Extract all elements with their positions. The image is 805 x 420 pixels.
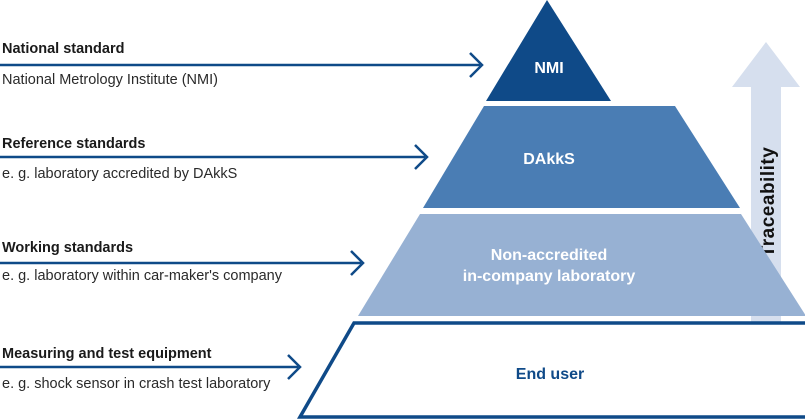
tier-dakks <box>423 106 740 208</box>
level-desc: e. g. shock sensor in crash test laborat… <box>2 376 271 392</box>
tier-in-company-lab <box>358 214 805 316</box>
tier-nmi <box>486 0 611 101</box>
level-title: Working standards <box>2 240 133 256</box>
level-title: National standard <box>2 41 124 57</box>
tier-in-company-lab-label-line1: Non-accredited <box>491 247 607 264</box>
level-measuring-test-equipment: Measuring and test equipment e. g. shock… <box>0 346 302 392</box>
level-national-standard: National standard National Metrology Ins… <box>0 41 484 88</box>
level-desc: National Metrology Institute (NMI) <box>2 72 218 88</box>
tier-in-company-lab-label-line2: in-company laboratory <box>463 268 636 285</box>
arrow-head-icon <box>469 52 484 78</box>
arrow-head-icon <box>287 354 302 380</box>
arrow-head-icon <box>414 144 429 170</box>
tier-nmi-label: NMI <box>534 60 563 77</box>
level-reference-standards: Reference standards e. g. laboratory acc… <box>0 136 429 182</box>
level-working-standards: Working standards e. g. laboratory withi… <box>0 240 365 284</box>
level-title: Reference standards <box>2 136 145 152</box>
tier-end-user-label: End user <box>516 366 584 383</box>
arrow-head-icon <box>350 250 365 276</box>
level-title: Measuring and test equipment <box>2 346 212 362</box>
tier-end-user <box>296 321 805 419</box>
traceability-label: Traceability <box>758 147 779 258</box>
tier-dakks-label: DAkkS <box>523 151 575 168</box>
traceability-arrow <box>732 42 800 345</box>
level-desc: e. g. laboratory accredited by DAkkS <box>2 166 237 182</box>
level-desc: e. g. laboratory within car-maker's comp… <box>2 268 283 284</box>
